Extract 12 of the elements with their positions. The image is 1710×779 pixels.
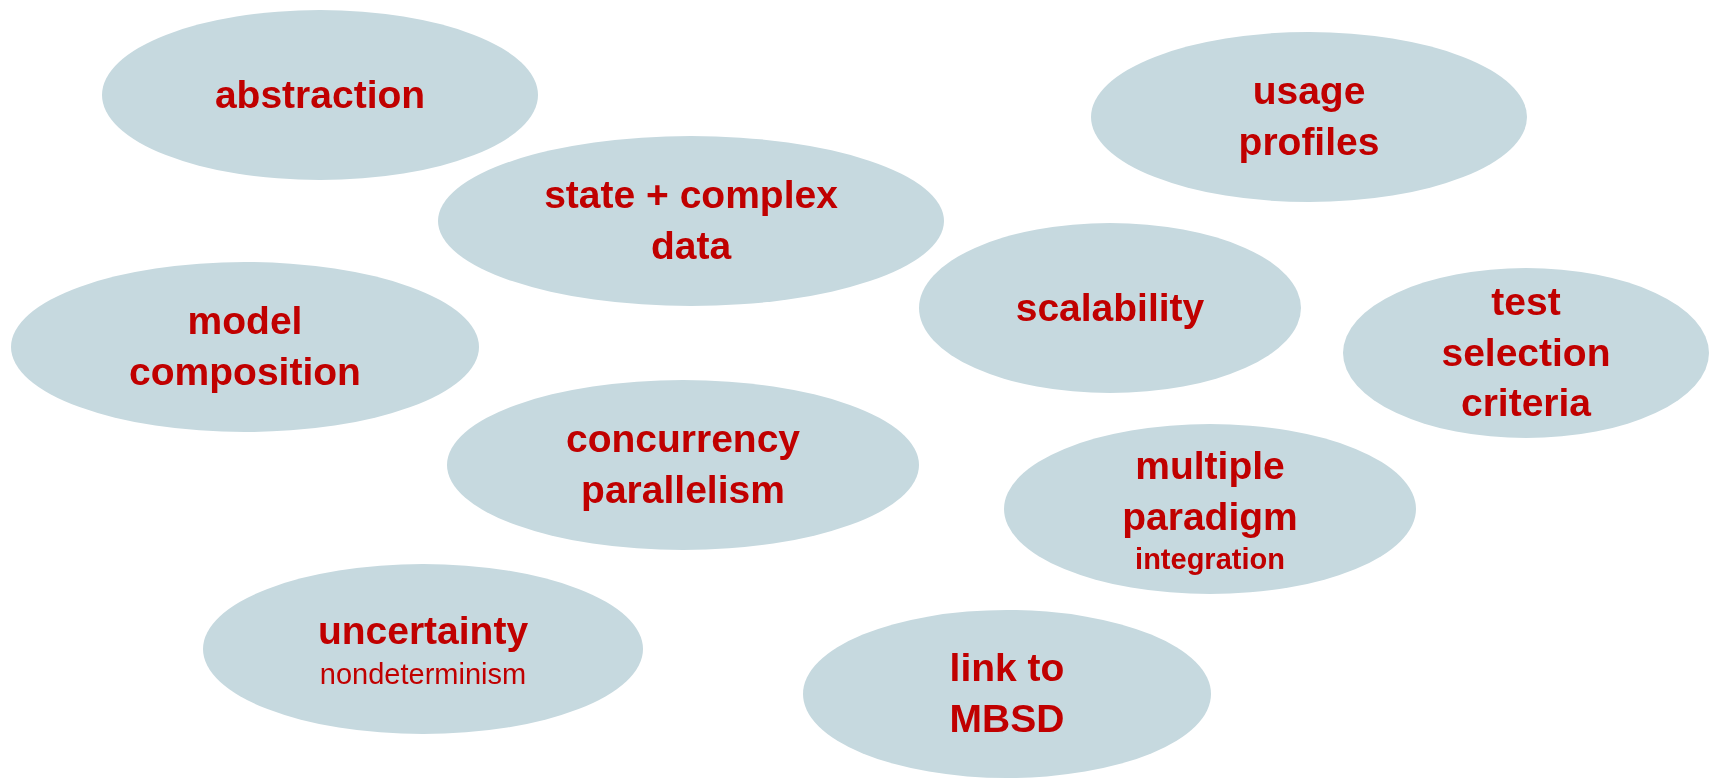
topic-label: model composition [128, 298, 362, 395]
topic-sublabel: nondeterminism [319, 656, 527, 692]
topic-sublabel: integration [1135, 542, 1285, 578]
topic-label: abstraction [214, 71, 426, 118]
topic-label: link to MBSD [948, 645, 1066, 742]
topic-label: test selection criteria [1440, 278, 1612, 427]
topic-label: multiple paradigm [1121, 442, 1299, 540]
topic-label: usage profiles [1237, 68, 1381, 165]
topic-label: state + complex data [543, 172, 839, 269]
topic-label: uncertainty [317, 608, 529, 655]
topic-label: scalability [1015, 284, 1205, 331]
topic-label: concurrency parallelism [564, 416, 802, 513]
